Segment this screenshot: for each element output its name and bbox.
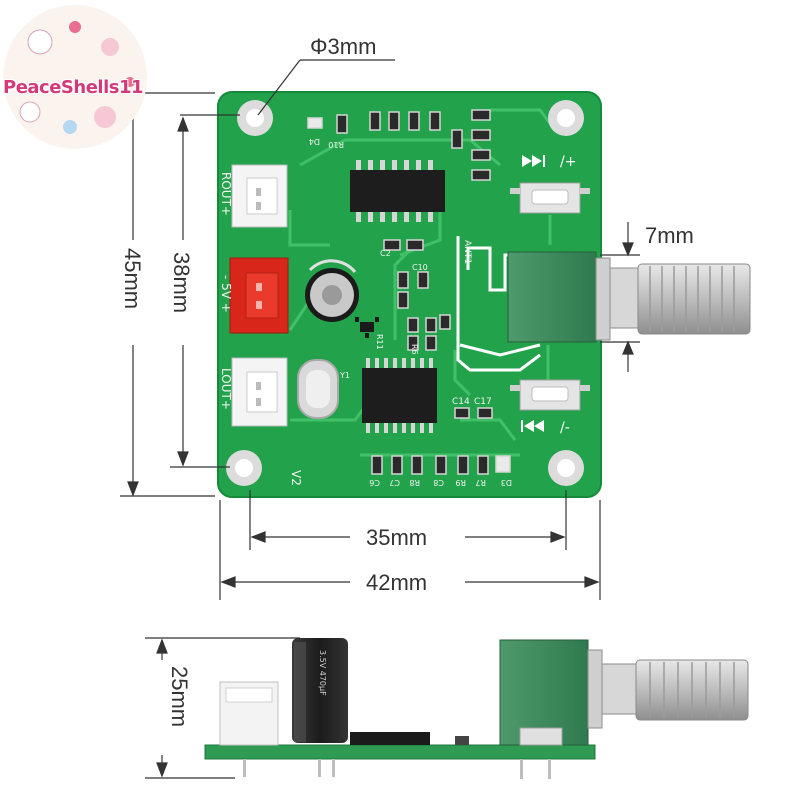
- svg-text:3.5V 470μF: 3.5V 470μF: [318, 650, 327, 696]
- crystal-y1: [297, 359, 339, 419]
- side-ic: [350, 732, 430, 745]
- label-r8: R8: [409, 478, 420, 487]
- label-c2: C2: [380, 249, 391, 258]
- dimension-labels: Φ3mm 7mm 45mm 38mm 35mm 42mm 25mm: [120, 34, 694, 727]
- label-c8: C8: [433, 478, 444, 487]
- pcb-top-view: ROUT+ - 5V + LOUT+ V2: [217, 91, 751, 498]
- bottom-silk-labels: C6 C7 R8 C8 R9 R7 D3: [369, 478, 512, 487]
- label-version: V2: [289, 470, 303, 486]
- watermark-text: PeaceShells11: [3, 77, 144, 98]
- dim-pot-shaft: 7mm: [645, 223, 694, 248]
- pcb-side-view: 3.5V 470μF: [204, 638, 749, 779]
- label-r11: R11: [375, 334, 384, 350]
- label-r10: R10: [328, 140, 344, 149]
- label-r9: R9: [455, 478, 466, 487]
- dim-board-height: 45mm: [120, 248, 145, 309]
- svg-text:/+: /+: [560, 154, 576, 170]
- next-track-symbol: /+: [522, 154, 576, 170]
- dim-board-width: 42mm: [366, 570, 427, 595]
- connector-power: [229, 257, 289, 334]
- connector-rout: [231, 164, 288, 228]
- potentiometer-top: [507, 251, 751, 343]
- label-r6: R6: [410, 344, 419, 355]
- label-d4: D4: [309, 137, 320, 146]
- label-antenna: ANT1: [462, 240, 472, 264]
- prev-track-symbol: /-: [521, 420, 570, 436]
- ic-top: [350, 160, 445, 222]
- label-c17: C17: [474, 397, 492, 407]
- shop-watermark-logo: [3, 5, 147, 149]
- side-pcb: [204, 744, 596, 760]
- label-lout: LOUT+: [219, 368, 233, 410]
- label-y1: Y1: [339, 371, 350, 380]
- svg-text:/-: /-: [560, 420, 570, 436]
- side-capacitor: 3.5V 470μF: [292, 638, 348, 743]
- label-r7: R7: [475, 478, 486, 487]
- dim-side-height: 25mm: [167, 666, 192, 727]
- button-volume-down: [510, 379, 590, 411]
- label-rout: ROUT+: [219, 172, 233, 216]
- label-c14: C14: [452, 397, 470, 407]
- dim-hole-diameter: Φ3mm: [310, 34, 376, 59]
- side-connector: [219, 681, 279, 746]
- side-potentiometer: [499, 639, 749, 746]
- connector-lout: [231, 357, 288, 427]
- transistor: [355, 317, 379, 338]
- label-c7: C7: [389, 478, 400, 487]
- ic-bottom: [362, 358, 437, 433]
- electrolytic-capacitor-top: [305, 259, 359, 322]
- label-c6: C6: [369, 478, 380, 487]
- dim-hole-spacing-horizontal: 35mm: [366, 525, 427, 550]
- label-d3: D3: [501, 478, 512, 487]
- smd-components: [307, 109, 511, 475]
- label-c10: C10: [412, 263, 428, 272]
- dim-hole-spacing-vertical: 38mm: [169, 252, 194, 313]
- label-power: - 5V +: [219, 275, 233, 313]
- button-volume-up: [510, 182, 590, 214]
